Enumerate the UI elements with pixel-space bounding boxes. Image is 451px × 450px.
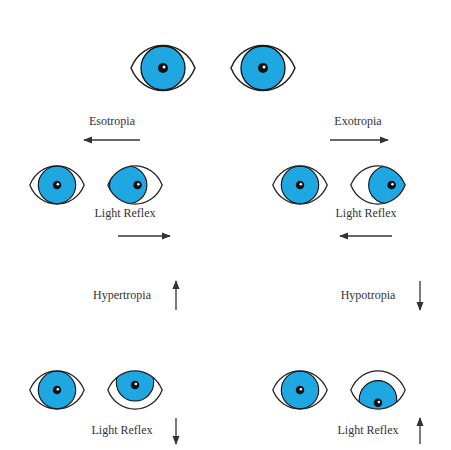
- condition-label: Esotropia: [89, 115, 135, 128]
- arrow: [330, 139, 388, 140]
- normal-eye: [30, 166, 84, 204]
- hypertropia-eye: [108, 364, 162, 409]
- condition-label: Light Reflex: [338, 424, 399, 437]
- hypotropia-eye: [351, 371, 405, 418]
- arrow: [419, 281, 420, 310]
- condition-label: Light Reflex: [92, 424, 153, 437]
- normal-eye: [30, 371, 84, 409]
- exotropia-eye: [351, 166, 406, 204]
- arrow: [118, 235, 170, 236]
- direction-arrows: [84, 140, 420, 444]
- condition-label: Hypotropia: [341, 289, 396, 302]
- arrow: [175, 418, 176, 444]
- normal-eye: [273, 166, 327, 204]
- normal-eye: [231, 46, 295, 91]
- condition-label: Light Reflex: [95, 207, 156, 220]
- condition-label: Exotropia: [334, 115, 381, 128]
- arrow: [419, 418, 420, 444]
- normal-eye: [131, 46, 195, 91]
- condition-label: Light Reflex: [336, 207, 397, 220]
- arrow: [175, 281, 176, 310]
- arrow: [84, 139, 140, 140]
- condition-label: Hypertropia: [93, 289, 151, 302]
- esotropia-eye: [108, 166, 162, 204]
- arrow: [340, 235, 392, 236]
- normal-eye: [273, 371, 327, 409]
